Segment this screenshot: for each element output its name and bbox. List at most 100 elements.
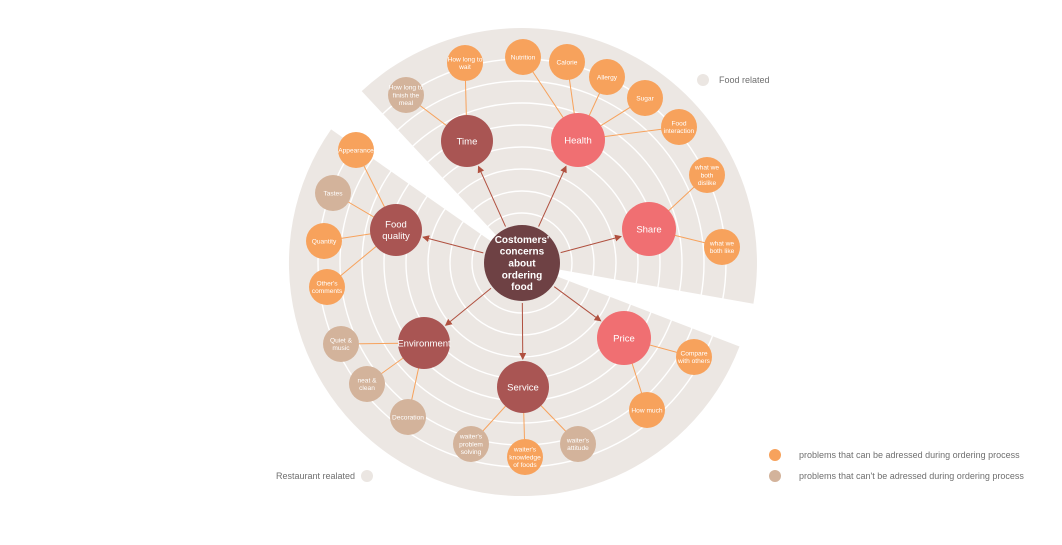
- center-bubble: [484, 225, 560, 301]
- item-label: Allergy: [597, 74, 618, 81]
- item-how-long-to-finish-the-meal: [388, 77, 424, 113]
- item-sugar: [627, 80, 663, 116]
- not-addressable-marker: [769, 470, 781, 482]
- item-allergy: [589, 59, 625, 95]
- item-waiter-s-knowledge-of-foods: [507, 439, 543, 475]
- topic-service: [453, 361, 596, 475]
- item-bubble: [549, 44, 585, 80]
- topic-bubble: [597, 311, 651, 365]
- restaurant-related-label: Restaurant realated: [276, 471, 356, 481]
- topic-bubble: [441, 115, 493, 167]
- ring-line: [449, 190, 595, 336]
- item-bubble: [676, 339, 712, 375]
- item-label: Decoration: [392, 414, 424, 421]
- item-label: Quiet &music: [330, 337, 353, 352]
- item-waiter-s-attitude: [560, 426, 596, 462]
- connector-health: [538, 165, 567, 227]
- item-bubble: [453, 426, 489, 462]
- item-bubble: [388, 77, 424, 113]
- topic-bubble: [398, 317, 450, 369]
- item-how-long-to-wait: [447, 45, 483, 81]
- item-bubble: [338, 132, 374, 168]
- item-label: Appearance: [338, 147, 374, 154]
- center-node: [484, 225, 560, 301]
- item-bubble: [505, 39, 541, 75]
- item-tastes: [315, 175, 351, 211]
- item-bubble: [349, 366, 385, 402]
- item-bubble: [507, 439, 543, 475]
- topic-time: [388, 45, 493, 167]
- item-bubble: [629, 392, 665, 428]
- topic-label: Service: [507, 382, 539, 393]
- connector-time: [477, 165, 507, 227]
- item-bubble: [323, 326, 359, 362]
- topic-label: Time: [457, 136, 478, 147]
- item-other-s-comments: [309, 269, 345, 305]
- not-addressable-label: problems that can't be adressed during o…: [799, 471, 1024, 481]
- item-how-much: [629, 392, 665, 428]
- topic-environment: [323, 317, 450, 435]
- item-what-we-both-like: [704, 229, 740, 265]
- topic-share: [622, 157, 740, 265]
- topic-bubble: [370, 204, 422, 256]
- legend-not-addressable: problems that can't be adressed during o…: [769, 470, 1024, 482]
- ring-line: [361, 102, 683, 424]
- item-bubble: [589, 59, 625, 95]
- item-bubble: [390, 399, 426, 435]
- item-appearance: [338, 132, 374, 168]
- addressable-label: problems that can be adressed during ord…: [799, 450, 1020, 460]
- topic-bubble: [497, 361, 549, 413]
- item-bubble: [689, 157, 725, 193]
- item-bubble: [627, 80, 663, 116]
- nodes: [306, 39, 740, 475]
- food-related-marker: [697, 74, 709, 86]
- item-bubble: [704, 229, 740, 265]
- item-quiet-music: [323, 326, 359, 362]
- topic-bubble: [551, 113, 605, 167]
- topic-bubble: [622, 202, 676, 256]
- legend-addressable: problems that can be adressed during ord…: [769, 449, 1020, 461]
- item-nutrition: [505, 39, 541, 75]
- item-bubble: [309, 269, 345, 305]
- item-neat-clean: [349, 366, 385, 402]
- item-bubble: [661, 109, 697, 145]
- item-label: Tastes: [323, 190, 343, 197]
- topic-health: [505, 39, 697, 167]
- topic-label: Price: [613, 333, 635, 344]
- restaurant-related-marker: [361, 470, 374, 482]
- connector-price: [553, 286, 602, 322]
- connector-share: [560, 234, 622, 254]
- item-label: Quantity: [312, 238, 337, 245]
- addressable-marker: [769, 449, 781, 461]
- item-waiter-s-problem-solving: [453, 426, 489, 462]
- item-food-interaction: [661, 109, 697, 145]
- item-bubble: [306, 223, 342, 259]
- topic-label: Environment: [397, 338, 451, 349]
- item-what-we-both-dislike: [689, 157, 725, 193]
- item-label: Nutrition: [511, 54, 536, 61]
- item-label: Sugar: [636, 95, 654, 102]
- item-label: neat &clean: [357, 377, 377, 392]
- topic-label: Share: [636, 224, 661, 235]
- topic-label: Health: [564, 135, 591, 146]
- food-related-label: Food related: [719, 75, 770, 85]
- connector-food-quality: [422, 235, 484, 254]
- item-bubble: [447, 45, 483, 81]
- connector-environment: [444, 287, 492, 326]
- topic-food-quality: [306, 132, 422, 305]
- item-bubble: [560, 426, 596, 462]
- item-label: How much: [631, 407, 662, 414]
